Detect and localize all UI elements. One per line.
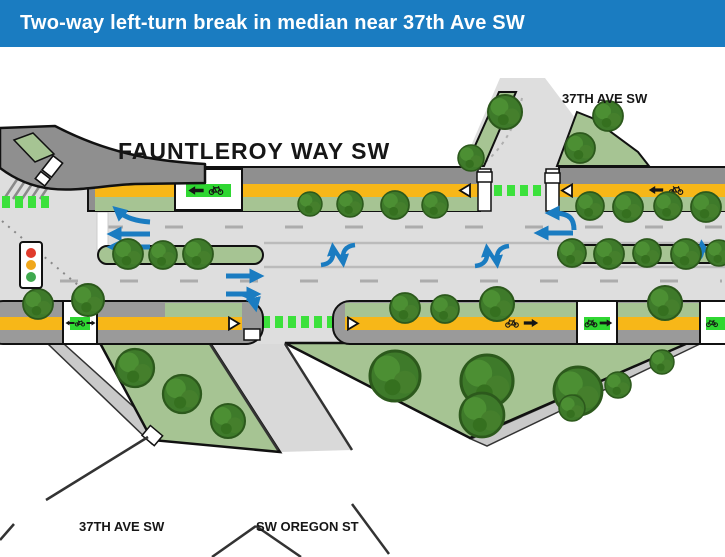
lane-dashes — [60, 225, 722, 283]
cross-street-bottom-right-label: SW OREGON ST — [256, 519, 359, 534]
tree-icon — [457, 144, 485, 172]
eastbound-right-turn-arrow — [241, 291, 261, 313]
tree-icon — [421, 191, 449, 219]
tree-icon — [148, 240, 178, 270]
tree-icon — [297, 191, 323, 217]
tree-icon — [653, 191, 683, 221]
tree-icon — [670, 238, 702, 270]
tree-icon — [458, 391, 506, 439]
bike-crossing-dashes — [2, 196, 332, 328]
tree-icon — [593, 238, 625, 270]
tree-icon — [612, 191, 644, 223]
tree-icon — [368, 349, 422, 403]
tree-icon — [112, 238, 144, 270]
main-street-label: FAUNTLEROY WAY SW — [118, 138, 390, 164]
bike-lane-yellow — [95, 184, 480, 197]
cross-street-bottom-left-label: 37TH AVE SW — [79, 519, 165, 534]
tree-icon — [604, 371, 632, 399]
tree-icon — [690, 191, 722, 223]
signal-amber-light — [26, 260, 36, 270]
vehicle-icon — [476, 171, 493, 183]
tree-icon — [209, 402, 247, 440]
vehicle-icon — [243, 328, 261, 341]
page-title: Two-way left-turn break in median near 3… — [20, 12, 525, 34]
tree-icon — [575, 191, 605, 221]
tree-icon — [646, 284, 684, 322]
tree-icon — [430, 294, 460, 324]
tree-icon — [389, 292, 421, 324]
tree-icon — [558, 394, 586, 422]
paint-island — [96, 211, 109, 251]
property-lines — [0, 343, 391, 557]
tree-icon — [564, 132, 596, 164]
tree-icon — [478, 285, 516, 323]
vehicle-icon — [544, 172, 561, 184]
tree-icon — [380, 190, 410, 220]
cross-street-top-label: 37TH AVE SW — [562, 91, 648, 106]
signal-green-light — [26, 272, 36, 282]
tree-icon — [632, 238, 662, 268]
signal-red-light — [26, 248, 36, 258]
westbound-turn-arrow — [544, 205, 577, 231]
tree-icon — [161, 373, 203, 415]
tree-icon — [182, 238, 214, 270]
tree-icon — [114, 347, 156, 389]
header-banner: Two-way left-turn break in median near 3… — [0, 0, 725, 47]
westbound-turn-arrow — [112, 206, 151, 225]
tree-icon — [22, 288, 54, 320]
tree-icon — [649, 349, 675, 375]
truck-icon — [34, 154, 64, 188]
top-intersection-crossing — [476, 168, 561, 212]
south-side-bikeway — [0, 300, 725, 345]
curb-ramp — [140, 424, 164, 447]
planting-strip — [12, 132, 56, 163]
tree-icon — [336, 190, 364, 218]
tree-icon — [705, 239, 725, 267]
tree-icon — [486, 93, 524, 131]
tree-icon — [557, 238, 587, 268]
traffic-signal-icon — [19, 241, 43, 289]
tree-icon — [71, 283, 105, 317]
cross-street-bottom — [212, 344, 352, 452]
